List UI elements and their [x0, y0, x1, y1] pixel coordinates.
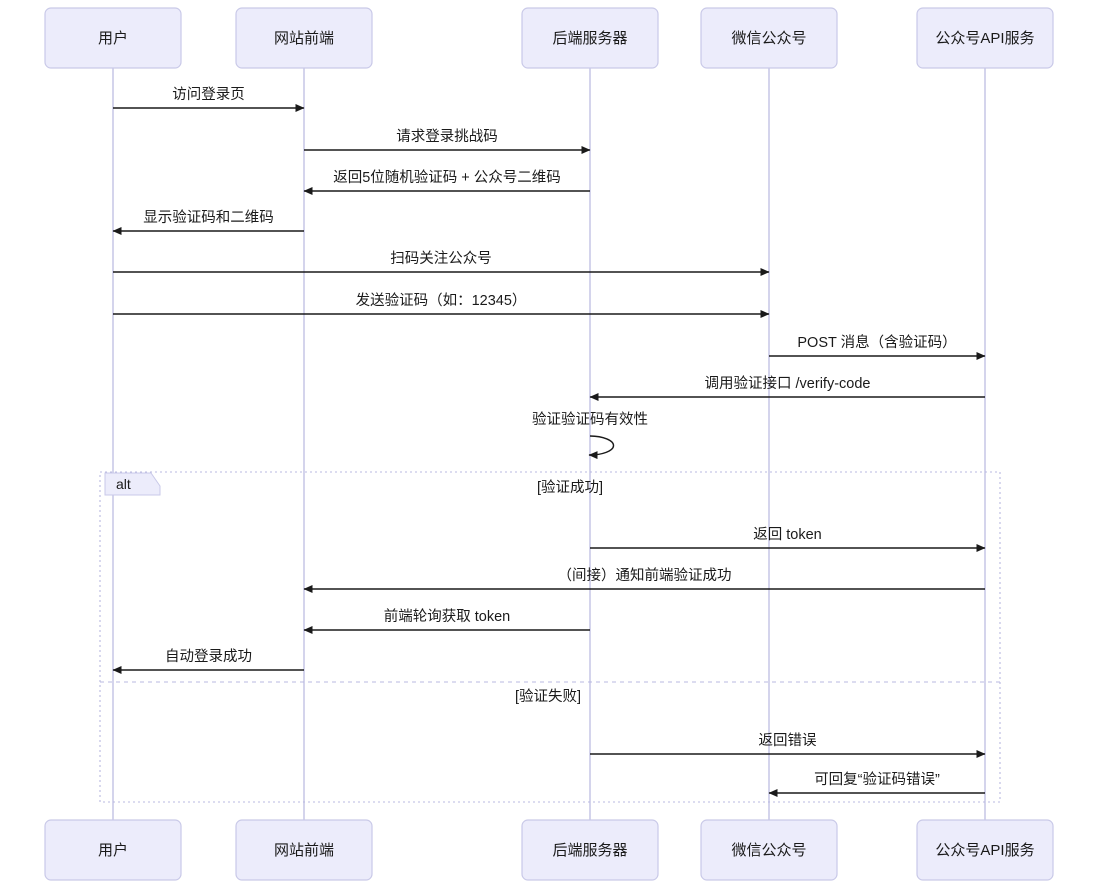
actor-box-shape [700, 819, 838, 881]
message-m7[interactable]: POST 消息（含验证码） [769, 334, 986, 360]
actor-box-shape [44, 7, 182, 69]
self-message-loop [588, 435, 615, 460]
actor-box-shape [521, 819, 659, 881]
message-m1[interactable]: 访问登录页 [113, 86, 305, 112]
message-label: （间接）通知前端验证成功 [558, 567, 732, 584]
message-a2[interactable]: （间接）通知前端验证成功 [303, 567, 985, 593]
self-message-label: 验证验证码有效性 [532, 411, 648, 428]
alt-fragment-layer: alt [验证成功] [验证失败] [99, 471, 1001, 803]
actor-label: 微信公众号 [731, 842, 806, 859]
message-m2[interactable]: 请求登录挑战码 [304, 128, 591, 154]
actor-label: 公众号API服务 [935, 30, 1034, 47]
actor-footer-backend[interactable]: 后端服务器 [521, 819, 659, 881]
message-a4[interactable]: 自动登录成功 [112, 648, 304, 674]
message-m3[interactable]: 返回5位随机验证码 + 公众号二维码 [303, 169, 590, 195]
message-label: 返回5位随机验证码 + 公众号二维码 [333, 169, 561, 186]
message-m8[interactable]: 调用验证接口 /verify-code [589, 375, 985, 401]
actor-box-shape [44, 819, 182, 881]
message-b2[interactable]: 可回复“验证码错误” [768, 770, 985, 797]
alt-fragment-border [99, 471, 1001, 803]
alt-condition-label-0: [验证成功] [537, 479, 603, 496]
actor-label: 微信公众号 [731, 30, 806, 47]
message-label: 发送验证码（如：12345） [356, 292, 527, 309]
message-b1[interactable]: 返回错误 [590, 732, 986, 758]
actor-label: 后端服务器 [552, 30, 627, 47]
message-label: 可回复“验证码错误” [814, 770, 940, 788]
actor-label: 用户 [98, 842, 128, 859]
actor-label: 网站前端 [274, 30, 334, 47]
actor-footer-wechat[interactable]: 微信公众号 [700, 819, 838, 881]
message-a3[interactable]: 前端轮询获取 token [303, 608, 590, 634]
actor-header-backend[interactable]: 后端服务器 [521, 7, 659, 69]
actor-header-api[interactable]: 公众号API服务 [916, 7, 1054, 69]
message-label: 扫码关注公众号 [390, 250, 492, 267]
alt-fragment-tab-label: alt [116, 476, 131, 492]
alt-fragment: alt [验证成功] [验证失败] [99, 471, 1001, 803]
message-label: 返回错误 [759, 732, 817, 749]
actor-box-shape [235, 819, 373, 881]
actor-box-shape [700, 7, 838, 69]
actor-footer-web[interactable]: 网站前端 [235, 819, 373, 881]
alt-condition-label-1: [验证失败] [515, 688, 581, 705]
actor-box-shape [235, 7, 373, 69]
actor-label: 公众号API服务 [935, 842, 1034, 859]
message-label: 访问登录页 [172, 86, 245, 103]
message-label: 前端轮询获取 token [384, 608, 511, 625]
message-label: 调用验证接口 /verify-code [705, 375, 871, 392]
self-message-m9[interactable]: 验证验证码有效性 [532, 411, 648, 460]
actor-footer-user[interactable]: 用户 [44, 819, 182, 881]
actor-box-shape [916, 7, 1054, 69]
message-m6[interactable]: 发送验证码（如：12345） [113, 292, 770, 318]
actor-label: 网站前端 [274, 842, 334, 859]
actor-box-shape [521, 7, 659, 69]
actor-box-shape [916, 819, 1054, 881]
message-label: POST 消息（含验证码） [797, 334, 956, 351]
alt-fragment-tab [104, 472, 161, 496]
message-label: 显示验证码和二维码 [143, 209, 274, 226]
message-a1[interactable]: 返回 token [590, 526, 986, 552]
actor-header-user[interactable]: 用户 [44, 7, 182, 69]
actor-label: 用户 [98, 30, 128, 47]
actor-footer-api[interactable]: 公众号API服务 [916, 819, 1054, 881]
message-label: 返回 token [753, 526, 822, 543]
actor-label: 后端服务器 [552, 842, 627, 859]
actor-boxes-layer: 用户用户网站前端网站前端后端服务器后端服务器微信公众号微信公众号公众号API服务… [44, 7, 1054, 881]
message-label: 自动登录成功 [165, 648, 252, 665]
message-m4[interactable]: 显示验证码和二维码 [112, 209, 304, 235]
actor-header-wechat[interactable]: 微信公众号 [700, 7, 838, 69]
actor-header-web[interactable]: 网站前端 [235, 7, 373, 69]
message-m5[interactable]: 扫码关注公众号 [113, 250, 770, 276]
message-label: 请求登录挑战码 [396, 128, 498, 145]
